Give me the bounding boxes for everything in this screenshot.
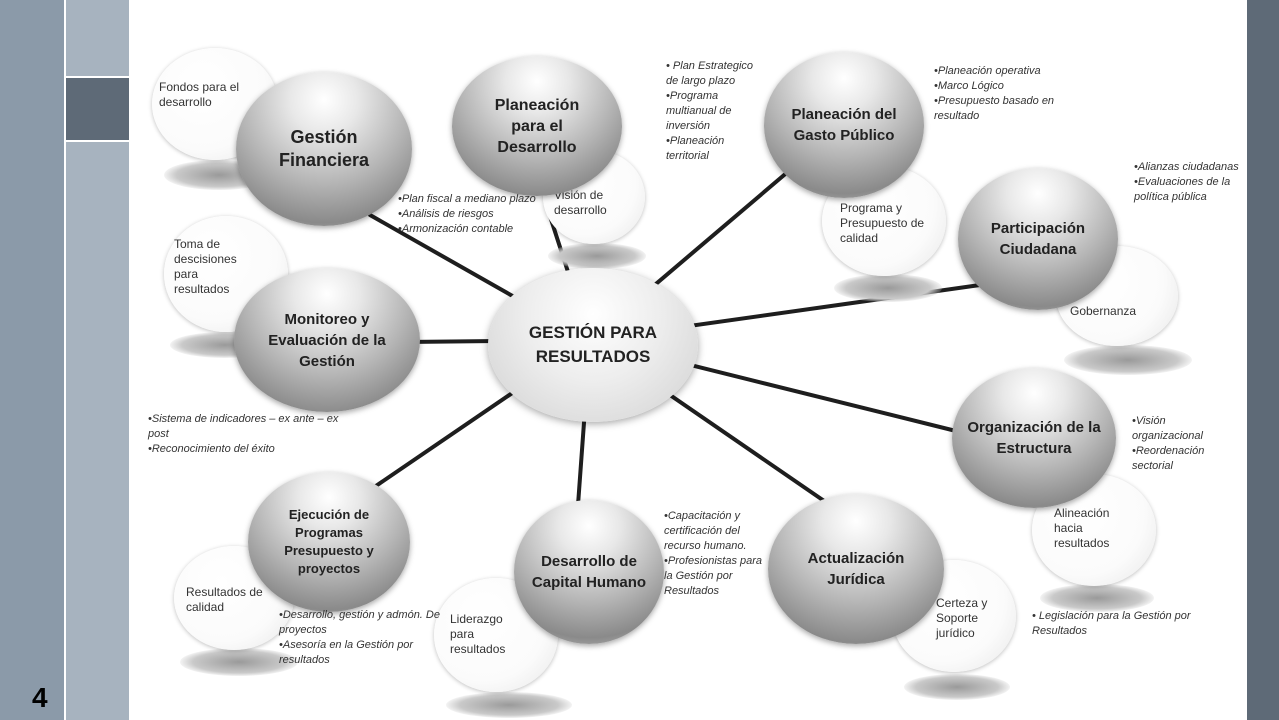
shadow [904,674,1010,700]
note-planeacion-operativa: •Planeación operativa •Marco Lógico •Pre… [934,64,1084,124]
satellite-liderazgo-label: Liderazgo para resultados [450,612,506,656]
note-item: •Capacitación y certificación del recurs… [664,510,747,552]
right-band [1247,0,1279,720]
note-item: • Legislación para la Gestión por Result… [1032,610,1191,637]
satellite-programa-label: Programa y Presupuesto de calidad [840,201,925,245]
note-alianzas: •Alianzas ciudadanas •Evaluaciones de la… [1134,160,1242,205]
center-node-label: GESTIÓN PARA RESULTADOS [528,323,658,366]
satellite-gobernanza-label: Gobernanza [1070,304,1137,318]
shadow [1064,345,1192,375]
node-participacion-label: Participación Ciudadana [990,220,1086,258]
node-gestion-financiera: Gestión Financiera [236,72,412,226]
note-item: •Plan fiscal a mediano plazo [398,193,536,205]
note-item: •Programa multianual de inversión [666,90,732,132]
note-item: • Plan Estrategico de largo plazo [666,60,754,87]
note-item: •Desarrollo, gestión y admón. De proyect… [279,609,440,636]
satellite-resultados-calidad-label: Resultados de calidad [186,585,263,614]
note-item: •Alianzas ciudadanas [1134,161,1239,173]
note-plan-estrategico: • Plan Estrategico de largo plazo •Progr… [666,59,766,164]
satellite-alineacion-label: Alineación hacia resultados [1054,506,1110,550]
satellite-vision-label: Visión de desarrollo [554,188,607,217]
node-actualizacion-label: Actualización Jurídica [807,550,905,588]
note-item: •Asesoría en la Gestión por resultados [279,639,414,666]
center-node: GESTIÓN PARA RESULTADOS [488,268,698,422]
shadow [548,243,646,269]
node-planeacion-gasto: Planeación del Gasto Público [764,52,924,198]
shadow [180,648,298,676]
shadow [446,692,572,718]
node-planeacion-desarrollo-label: Planeación para el Desarrollo [494,96,580,156]
note-legislacion: • Legislación para la Gestión por Result… [1032,609,1208,639]
node-gestion-financiera-label: Gestión Financiera [278,127,370,170]
note-capacitacion: •Capacitación y certificación del recurs… [664,509,770,599]
note-vision-org: •Visión organizacional •Reordenación sec… [1132,414,1226,474]
note-desarrollo-gestion: •Desarrollo, gestión y admón. De proyect… [279,608,443,668]
note-item: •Marco Lógico [934,80,1004,92]
note-item: •Reordenación sectorial [1132,445,1205,472]
note-item: •Reconocimiento del éxito [148,443,275,455]
shadow [834,274,942,302]
note-item: •Sistema de indicadores – ex ante – ex p… [148,413,339,440]
note-item: •Análisis de riesgos [398,208,494,220]
satellite-fondos-label: Fondos para el desarrollo [159,80,240,109]
note-item: •Armonización contable [398,223,514,235]
note-plan-fiscal: •Plan fiscal a mediano plazo •Análisis d… [398,192,540,237]
page-number: 4 [32,682,48,713]
note-item: •Presupuesto basado en resultado [934,95,1055,122]
node-planeacion-gasto-label: Planeación del Gasto Público [791,106,897,144]
node-organizacion: Organización de la Estructura [952,368,1116,508]
node-participacion: Participación Ciudadana [958,168,1118,310]
node-monitoreo-label: Monitoreo y Evaluación de la Gestión [268,310,386,370]
node-actualizacion: Actualización Jurídica [768,494,944,644]
left-band [0,0,64,720]
note-item: •Planeación operativa [934,65,1041,77]
note-item: •Profesionistas para la Gestión por Resu… [664,555,763,597]
note-item: •Planeación territorial [666,135,725,162]
band-divider [64,0,66,720]
left-band-block [66,78,129,140]
band-divider-top [66,76,129,78]
band-divider-bottom [66,140,129,142]
note-item: •Evaluaciones de la política pública [1134,176,1231,203]
node-planeacion-desarrollo: Planeación para el Desarrollo [452,56,622,196]
note-sistema-indicadores: •Sistema de indicadores – ex ante – ex p… [148,412,354,457]
node-ejecucion-label: Ejecución de Programas Presupuesto y pro… [284,507,374,576]
satellite-toma-label: Toma de descisiones para resultados [174,237,237,296]
node-capital-humano-label: Desarrollo de Capital Humano [531,553,647,591]
node-ejecucion: Ejecución de Programas Presupuesto y pro… [248,472,410,612]
node-organizacion-label: Organización de la Estructura [967,419,1101,457]
satellite-certeza-label: Certeza y Soporte jurídico [936,596,988,640]
node-monitoreo: Monitoreo y Evaluación de la Gestión [234,268,420,412]
node-capital-humano: Desarrollo de Capital Humano [514,500,664,644]
note-item: •Visión organizacional [1132,415,1203,442]
shadow [1040,584,1154,612]
